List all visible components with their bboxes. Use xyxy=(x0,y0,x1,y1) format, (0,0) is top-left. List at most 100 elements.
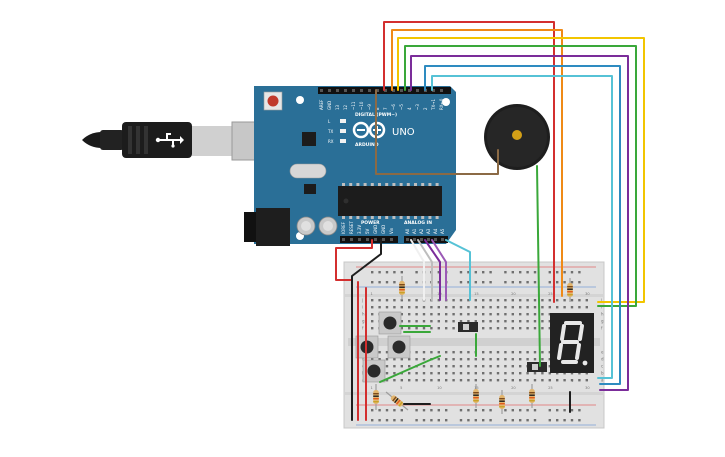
digital-pin-label: GND xyxy=(327,101,332,110)
resistor[interactable] xyxy=(373,384,379,410)
breadboard-row-letter: b xyxy=(601,371,604,376)
power-pin-label: RESET xyxy=(349,221,354,234)
wire-purple-a2[interactable] xyxy=(424,239,441,301)
resistor[interactable] xyxy=(499,390,505,414)
breadboard-row-letter: h xyxy=(362,312,365,317)
breadboard-column-number: 25 xyxy=(548,292,553,296)
breadboard-row-letter: h xyxy=(601,312,604,317)
power-header-label: POWER xyxy=(361,220,380,226)
mount-hole xyxy=(442,98,450,106)
display-digit: 8. xyxy=(572,381,574,383)
breadboard-column-number: 10 xyxy=(437,386,442,390)
resistor[interactable] xyxy=(399,276,405,300)
power-pin-label: GND xyxy=(381,225,386,234)
push-button-4[interactable] xyxy=(362,359,386,383)
mount-hole xyxy=(296,96,304,104)
digital-pin-label: 7 xyxy=(383,107,388,110)
wire-green-buzzer[interactable] xyxy=(536,165,541,367)
digital-pin-label: 8 xyxy=(375,107,380,110)
digital-pin-label: RX←0 xyxy=(439,98,444,110)
breadboard-column-number: 1 xyxy=(371,386,373,390)
analog-pin-label: A4 xyxy=(433,228,438,234)
wire-blue-pin3[interactable] xyxy=(424,65,621,385)
analog-pin-label: A3 xyxy=(426,228,431,234)
digital-pin-label: ~6 xyxy=(391,104,396,110)
power-pin-label: GND xyxy=(373,225,378,234)
board-led xyxy=(340,139,346,143)
board-led-label: RX xyxy=(328,139,334,144)
breadboard-row-letter: g xyxy=(601,319,604,324)
digital-pin-label: ~5 xyxy=(399,104,404,110)
board-led-label: L xyxy=(328,119,331,124)
wire-orange-pin7[interactable] xyxy=(391,29,563,297)
wire-brown-buzzer[interactable] xyxy=(375,89,499,175)
analog-header-label: ANALOG IN xyxy=(404,220,432,226)
board-led-label: TX xyxy=(327,129,333,134)
breadboard-row-letter: c xyxy=(601,364,603,369)
digital-pin-label: ~11 xyxy=(351,101,356,110)
breadboard-row-letter: d xyxy=(601,357,604,362)
digital-pin-label: 2 xyxy=(423,107,428,110)
analog-pin-label: A1 xyxy=(412,228,417,234)
breadboard-row-letter: d xyxy=(362,357,365,362)
wire-purple-a3[interactable] xyxy=(431,239,447,301)
board-brand: UNO xyxy=(392,127,415,138)
digital-pin-label: 13 xyxy=(335,104,340,110)
resistor[interactable] xyxy=(473,384,479,408)
board-maker: ARDUINO xyxy=(355,142,379,148)
digital-pin-label: ~3 xyxy=(415,104,420,110)
analog-pin-label: A2 xyxy=(419,228,424,234)
digital-pin-label: ~9 xyxy=(367,104,372,110)
wire-black-gnd[interactable] xyxy=(351,239,382,421)
reset-button[interactable] xyxy=(263,91,283,111)
wire-green-pin5[interactable] xyxy=(404,45,637,307)
push-button-3[interactable] xyxy=(387,335,411,359)
digital-pin-label: TX→1 xyxy=(431,98,436,111)
seven-segment-display[interactable]: 8. xyxy=(550,313,594,383)
wire-red-5v[interactable] xyxy=(335,239,373,281)
analog-header[interactable] xyxy=(404,236,448,243)
breadboard-row-letter: g xyxy=(362,319,365,324)
piezo-buzzer[interactable] xyxy=(484,104,550,170)
breadboard-column-number: 1 xyxy=(371,292,373,296)
breadboard-column-number: 5 xyxy=(400,386,402,390)
wire-cyan-pin2[interactable] xyxy=(431,75,613,379)
breadboard-column-number: 25 xyxy=(548,386,553,390)
power-pin-label: IOREF xyxy=(341,221,346,234)
wire-green-btn3[interactable] xyxy=(379,355,441,383)
resistor[interactable] xyxy=(385,391,409,411)
board-led xyxy=(340,119,346,123)
wire-purple-pin4[interactable] xyxy=(410,55,629,391)
breadboard-column-number: 20 xyxy=(511,386,516,390)
breadboard-row-letter: j xyxy=(361,298,363,303)
board-led xyxy=(340,129,346,133)
breadboard-row-letter: f xyxy=(362,326,364,331)
breadboard-row-letter: f xyxy=(601,326,603,331)
slide-switch-2[interactable] xyxy=(527,362,547,372)
push-button-1[interactable] xyxy=(378,311,402,335)
digital-pin-label: 12 xyxy=(343,104,348,110)
breadboard-row-letter: i xyxy=(362,305,363,310)
power-pin-label: 3.3V xyxy=(357,225,362,234)
wire-cyan-a4[interactable] xyxy=(445,239,471,301)
wire-gray-a1[interactable] xyxy=(417,239,433,301)
breadboard-column-number: 15 xyxy=(474,292,479,296)
power-pin-label: 5V xyxy=(365,228,370,234)
resistor[interactable] xyxy=(529,384,535,408)
analog-pin-label: A0 xyxy=(405,228,410,234)
analog-pin-label: A5 xyxy=(440,228,445,234)
wire-red-pin8[interactable] xyxy=(383,21,555,303)
power-pin-label: Vin xyxy=(389,227,394,234)
resistor[interactable] xyxy=(567,278,573,302)
breadboard-column-number: 30 xyxy=(585,292,590,296)
power-jack[interactable] xyxy=(244,208,290,246)
digital-pin-label: AREF xyxy=(319,99,324,110)
digital-pin-label: ~10 xyxy=(359,101,364,110)
usb-cable[interactable] xyxy=(82,121,265,161)
wire-white-a0[interactable] xyxy=(410,239,425,301)
breadboard-column-number: 30 xyxy=(585,386,590,390)
breadboard-column-number: 20 xyxy=(511,292,516,296)
slide-switch-1[interactable] xyxy=(458,322,478,332)
